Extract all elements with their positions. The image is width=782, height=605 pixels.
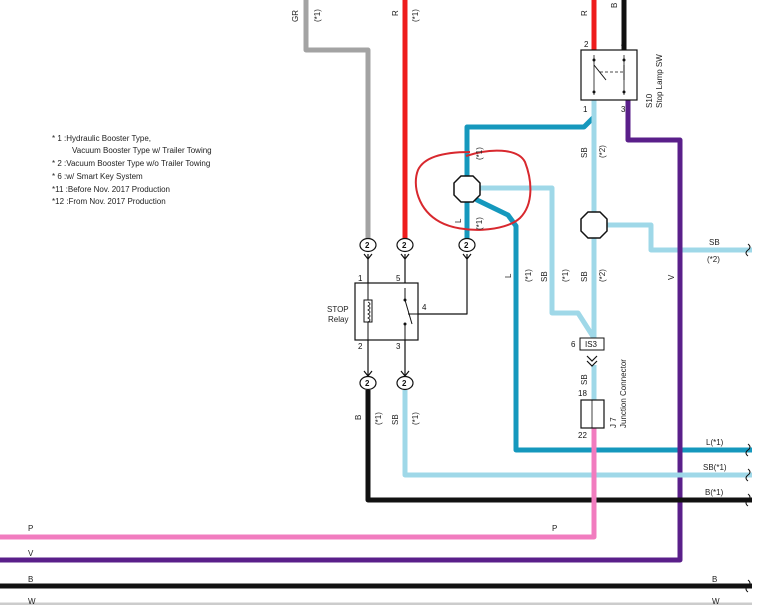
svg-text:P: P — [28, 524, 33, 533]
relay-pin-3: 3 — [396, 342, 401, 351]
svg-text:SB: SB — [580, 147, 589, 158]
splice-l — [453, 175, 481, 203]
connector-group: 2 2 2 2 2 — [359, 237, 476, 391]
wire-sb-out — [594, 222, 752, 253]
svg-text:2: 2 — [464, 241, 469, 250]
svg-text:SB: SB — [580, 374, 589, 385]
connector-gr: 2 — [359, 237, 377, 260]
svg-text:J 7: J 7 — [609, 417, 618, 428]
svg-text:(*1): (*1) — [374, 412, 383, 425]
footnotes: * 1 :Hydraulic Booster Type, Vacuum Boos… — [52, 134, 212, 206]
svg-text:*11 :Before Nov. 2017 Producti: *11 :Before Nov. 2017 Production — [52, 185, 170, 194]
svg-text:* 6 :w/ Smart Key System: * 6 :w/ Smart Key System — [52, 172, 143, 181]
svg-text:(*1): (*1) — [561, 269, 570, 282]
svg-text:B: B — [610, 3, 619, 8]
wire-l-branch — [465, 188, 752, 453]
svg-text:B: B — [354, 415, 363, 420]
relay-pin-5: 5 — [396, 274, 401, 283]
svg-text:R: R — [580, 10, 589, 16]
sw-name: Stop Lamp SW — [655, 54, 664, 108]
stop-relay: 1 5 4 2 3 STOP Relay — [327, 274, 427, 351]
svg-text:(*1): (*1) — [411, 9, 420, 22]
wire-sb-relay — [402, 390, 752, 478]
svg-text:SB: SB — [709, 238, 720, 247]
svg-text:2: 2 — [402, 241, 407, 250]
svg-text:(*1): (*1) — [475, 147, 484, 160]
stop-lamp-switch: 2 4 1 3 S10 Stop Lamp SW — [580, 40, 664, 114]
wire-relay-pin4 — [418, 254, 468, 315]
svg-text:W: W — [28, 597, 36, 605]
svg-text:* 1 :Hydraulic Booster Type,: * 1 :Hydraulic Booster Type, — [52, 134, 151, 143]
svg-text:L: L — [454, 218, 463, 223]
wire-v-switch — [0, 100, 683, 563]
svg-text:L: L — [504, 273, 513, 278]
svg-text:R: R — [391, 10, 400, 16]
splice-points — [453, 175, 608, 239]
red-annotation-circle — [414, 149, 532, 231]
svg-text:(*1): (*1) — [475, 217, 484, 230]
sw-code: S10 — [645, 93, 654, 108]
connector-l: 2 — [458, 237, 476, 260]
splice-sb — [580, 211, 608, 239]
sw-pin-3: 3 — [621, 105, 626, 114]
svg-text:V: V — [28, 549, 34, 558]
svg-text:GR: GR — [291, 10, 300, 22]
svg-text:6: 6 — [571, 340, 576, 349]
svg-text:(*1): (*1) — [411, 412, 420, 425]
wire-gr — [303, 0, 371, 240]
svg-text:L(*1): L(*1) — [706, 438, 724, 447]
svg-text:(*2): (*2) — [598, 145, 607, 158]
svg-text:SB: SB — [540, 271, 549, 282]
relay-pin-2: 2 — [358, 342, 363, 351]
connector-b-relay: 2 — [359, 370, 377, 391]
svg-text:V: V — [667, 274, 676, 280]
svg-text:(*2): (*2) — [707, 255, 720, 264]
svg-text:SB(*1): SB(*1) — [703, 463, 727, 472]
relay-name-2: Relay — [328, 315, 348, 324]
wire-labels: GR (*1) R (*1) R B L (*1) (*1) L (*1) SB… — [28, 3, 727, 605]
junction-connector: 18 22 J 7 Junction Connector — [578, 359, 628, 440]
svg-text:(*1): (*1) — [313, 9, 322, 22]
relay-pin-4: 4 — [422, 303, 427, 312]
svg-text:(*1): (*1) — [524, 269, 533, 282]
svg-text:B: B — [712, 575, 717, 584]
svg-text:IS3: IS3 — [585, 340, 598, 349]
sw-pin-2: 2 — [584, 40, 589, 49]
wire-l-main — [464, 100, 597, 240]
svg-text:2: 2 — [365, 379, 370, 388]
svg-text:P: P — [552, 524, 557, 533]
svg-text:SB: SB — [580, 271, 589, 282]
svg-text:(*2): (*2) — [598, 269, 607, 282]
svg-text:B(*1): B(*1) — [705, 488, 724, 497]
svg-text:Vacuum Booster Type w/ Trailer: Vacuum Booster Type w/ Trailer Towing — [72, 146, 212, 155]
svg-text:SB: SB — [391, 414, 400, 425]
svg-text:Junction Connector: Junction Connector — [619, 359, 628, 428]
sw-pin-4: 4 — [621, 40, 626, 49]
svg-text:B: B — [28, 575, 33, 584]
relay-name-1: STOP — [327, 305, 349, 314]
relay-pin-1: 1 — [358, 274, 363, 283]
wire-p-junction — [0, 428, 597, 540]
wire-break-marks — [745, 243, 751, 593]
svg-text:2: 2 — [365, 241, 370, 250]
wire-b-relay — [365, 390, 752, 503]
is3-connector: IS3 6 — [571, 337, 605, 367]
svg-text:* 2 :Vacuum Booster Type w/o T: * 2 :Vacuum Booster Type w/o Trailer Tow… — [52, 159, 210, 168]
wire-sb-diag — [476, 185, 597, 340]
svg-text:18: 18 — [578, 389, 587, 398]
svg-text:*12 :From Nov. 2017 Production: *12 :From Nov. 2017 Production — [52, 197, 166, 206]
connector-sb-relay: 2 — [396, 370, 414, 391]
svg-text:22: 22 — [578, 431, 587, 440]
sw-pin-1: 1 — [583, 105, 588, 114]
svg-text:W: W — [712, 597, 720, 605]
connector-r: 2 — [396, 237, 414, 260]
svg-text:2: 2 — [402, 379, 407, 388]
